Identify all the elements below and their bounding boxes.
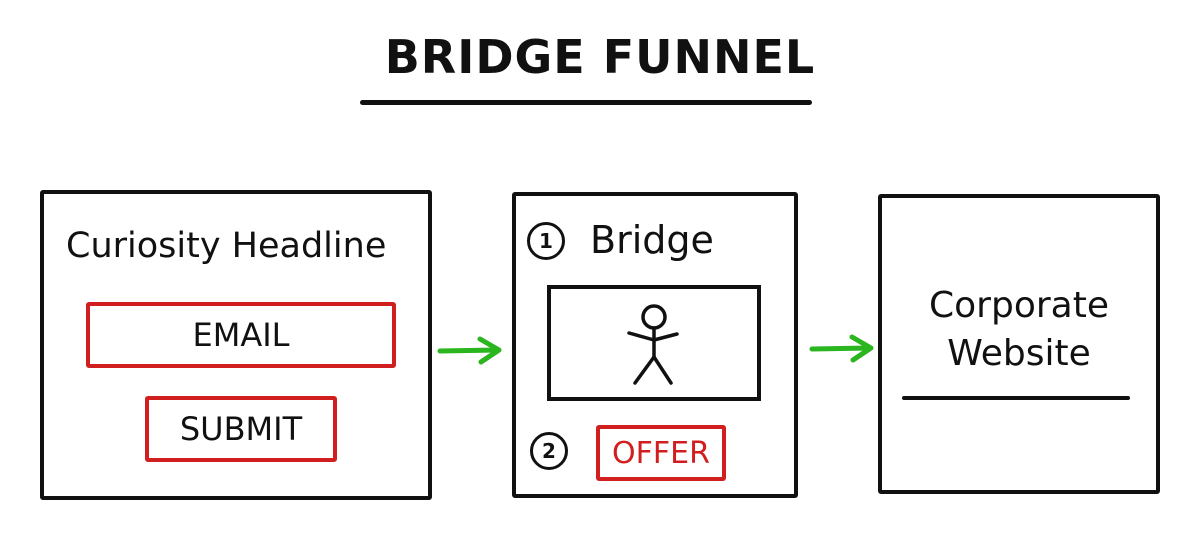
video-frame: [547, 285, 761, 401]
right-arrow-icon: [809, 334, 874, 363]
submit-button: SUBMIT: [145, 396, 337, 462]
corporate-label-line2: Website: [947, 333, 1091, 374]
corporate-website-label: Corporate Website: [878, 282, 1160, 378]
title-underline: [360, 100, 812, 105]
stick-figure-icon: [627, 304, 679, 385]
email-label: EMAIL: [192, 316, 290, 354]
offer-label: OFFER: [612, 435, 710, 471]
step-2-number: 2: [542, 439, 556, 463]
bridge-label: Bridge: [590, 218, 714, 262]
offer-button: OFFER: [596, 425, 726, 481]
email-field: EMAIL: [86, 302, 396, 368]
optin-page-panel: [40, 190, 432, 500]
corporate-underline: [902, 396, 1130, 400]
diagram-title: BRIDGE FUNNEL: [384, 30, 816, 84]
corporate-website-panel: [878, 194, 1160, 494]
submit-label: SUBMIT: [179, 410, 303, 448]
right-arrow-icon: [437, 336, 502, 365]
step-2-badge: 2: [530, 432, 568, 470]
step-1-badge: 1: [527, 222, 565, 260]
step-1-number: 1: [539, 229, 553, 253]
curiosity-headline: Curiosity Headline: [66, 226, 387, 266]
corporate-label-line1: Corporate: [929, 285, 1109, 326]
